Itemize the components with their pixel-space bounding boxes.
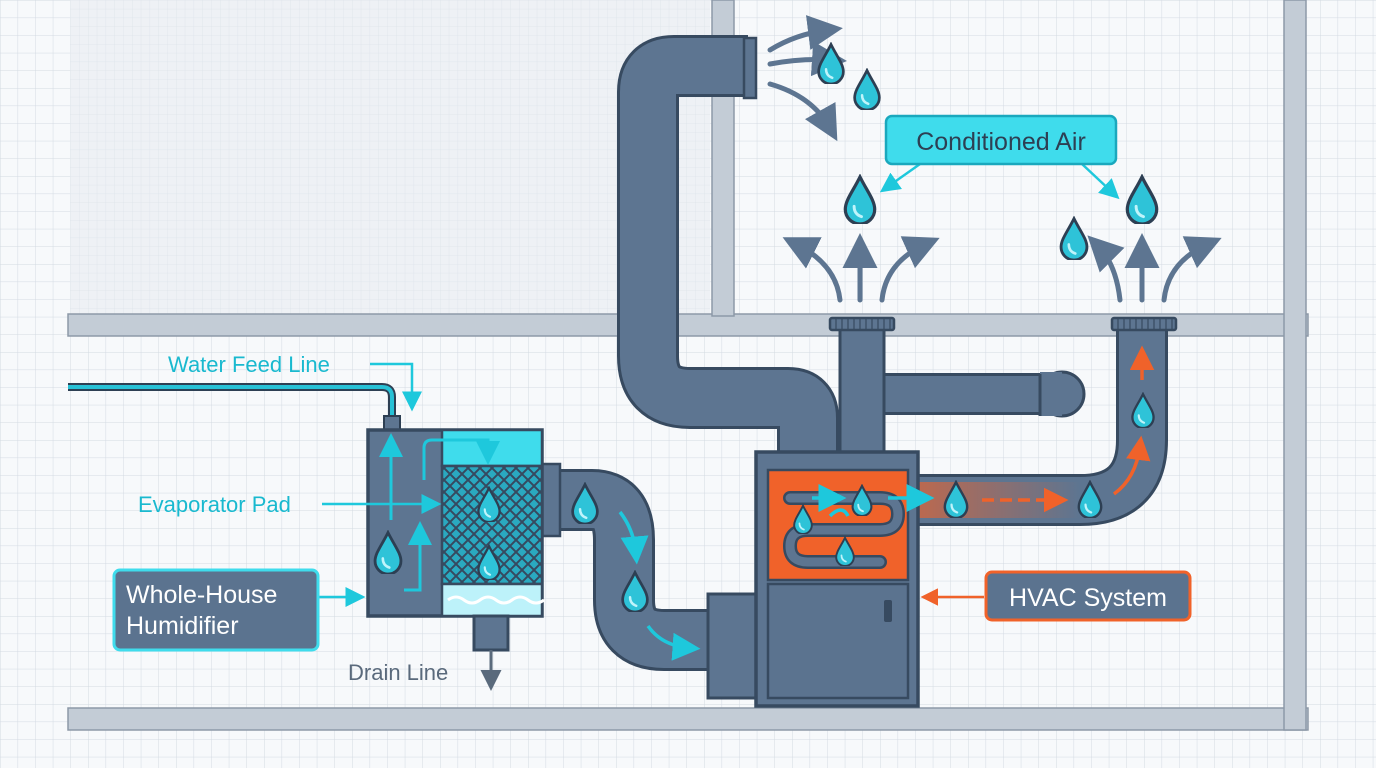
hvac-unit (754, 450, 920, 708)
evaporator-pad-label: Evaporator Pad (138, 492, 291, 517)
heat-flow-arrows (982, 345, 1155, 513)
drain-line-label: Drain Line (348, 660, 448, 685)
supply-duct-up (617, 35, 839, 470)
vent-airflow-arrows (767, 15, 1222, 303)
label-whole-house-humidifier: Whole-House Humidifier (112, 568, 320, 652)
upper-left-room-grid (70, 0, 710, 316)
humidifier-label-line1: Whole-House (126, 581, 277, 609)
duct-flow-arrows (618, 484, 935, 661)
floor-lower (67, 707, 1309, 731)
hvac-system-text: HVAC System (1009, 584, 1167, 612)
conditioned-air-text: Conditioned Air (916, 128, 1086, 156)
label-leader-lines (318, 162, 1120, 607)
water-feed-line-label: Water Feed Line (168, 352, 330, 377)
floor-upper (67, 313, 1309, 337)
water-feed-line (68, 383, 401, 431)
building-walls (67, 0, 1309, 731)
humidifier-duct (538, 462, 762, 700)
label-hvac-system: HVAC System (984, 570, 1192, 622)
register-duct-center (828, 316, 896, 468)
wall-right (1283, 0, 1307, 731)
humidifier-label-line2: Humidifier (126, 612, 239, 640)
label-conditioned-air: Conditioned Air (884, 114, 1118, 166)
humidifier-unit (366, 428, 545, 652)
